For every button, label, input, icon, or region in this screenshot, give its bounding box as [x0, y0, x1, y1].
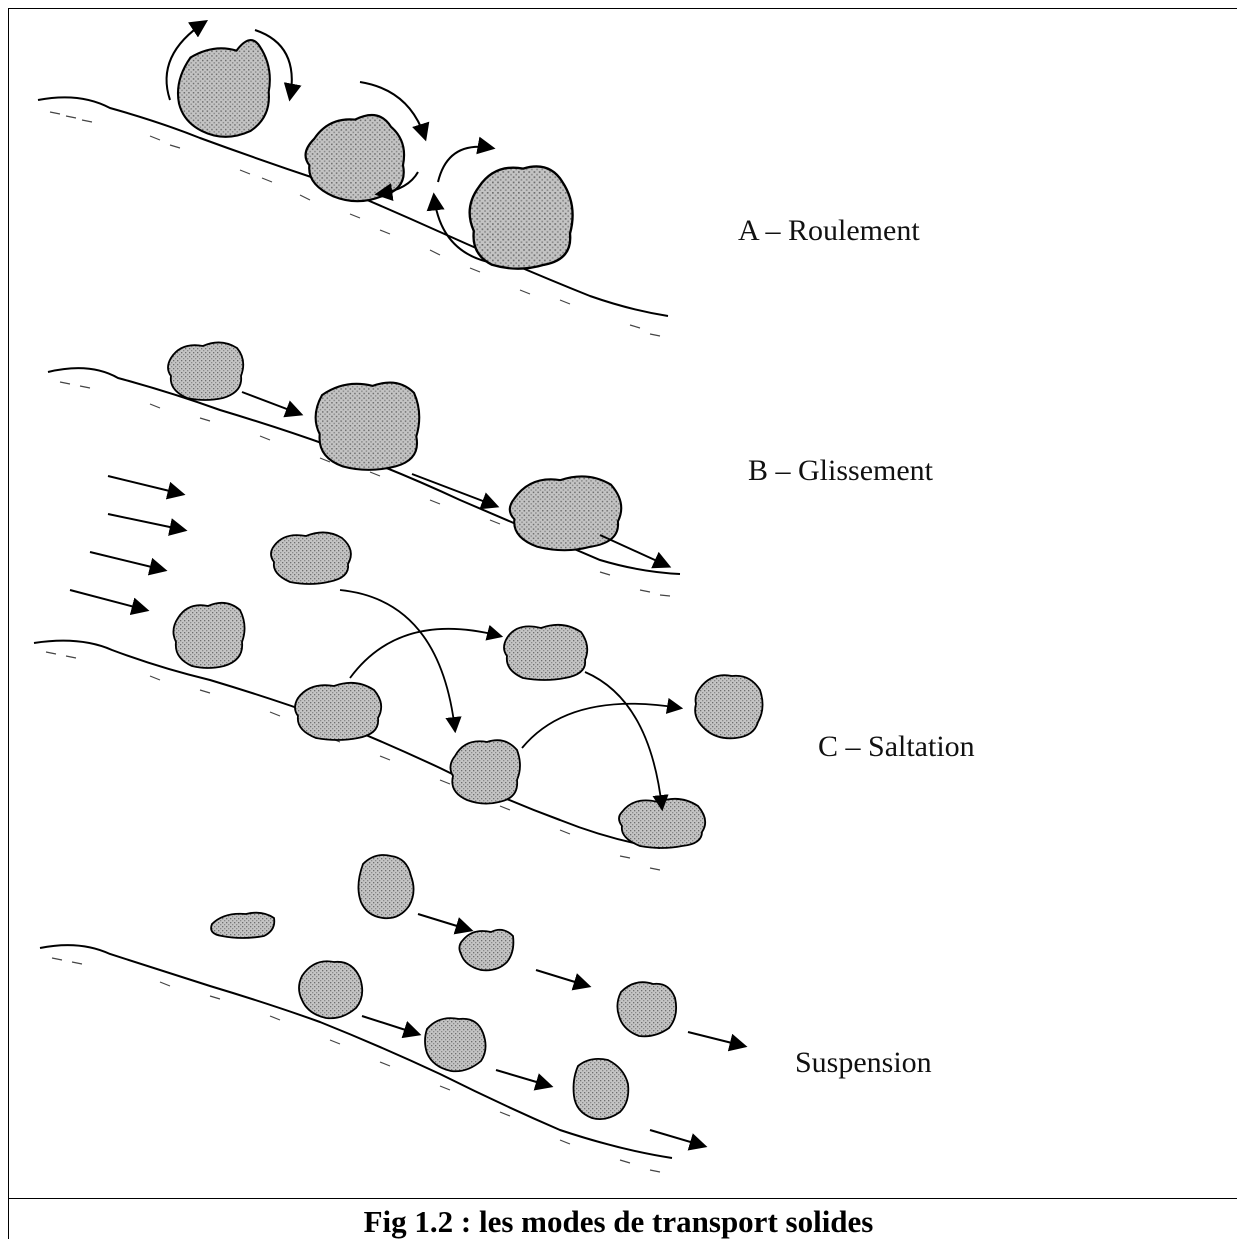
saltation-stone-1	[271, 532, 351, 584]
suspension-stone-4	[299, 961, 362, 1018]
suspension-scene	[40, 855, 744, 1172]
suspension-stone-1	[358, 855, 413, 918]
rolling-stone-2	[306, 115, 405, 201]
label-sliding: B – Glissement	[748, 454, 933, 488]
suspension-stone-6	[617, 982, 676, 1036]
suspension-stone-7	[574, 1059, 629, 1119]
saltation-stone-3	[295, 683, 381, 740]
sliding-stone-2	[316, 383, 420, 470]
caption-divider	[8, 1198, 1237, 1199]
saltation-stone-2	[173, 603, 244, 668]
rolling-scene	[38, 22, 668, 336]
label-rolling: A – Roulement	[738, 214, 920, 248]
saltation-scene	[34, 476, 763, 870]
label-suspension: Suspension	[795, 1046, 932, 1080]
rolling-stone-3	[470, 166, 573, 268]
suspension-stone-2	[211, 913, 274, 938]
sliding-stone-3	[510, 476, 621, 550]
figure-caption: Fig 1.2 : les modes de transport solides	[0, 1204, 1237, 1240]
sliding-scene	[48, 342, 680, 596]
suspension-stone-3	[459, 930, 513, 971]
saltation-stone-5	[450, 740, 520, 803]
transport-modes-diagram	[0, 0, 1237, 1200]
sliding-stone-1	[168, 342, 243, 400]
rolling-stone-1	[178, 40, 270, 137]
saltation-stone-6	[695, 675, 762, 738]
label-saltation: C – Saltation	[818, 730, 975, 764]
saltation-stone-4	[504, 625, 587, 680]
suspension-stone-5	[425, 1018, 486, 1071]
